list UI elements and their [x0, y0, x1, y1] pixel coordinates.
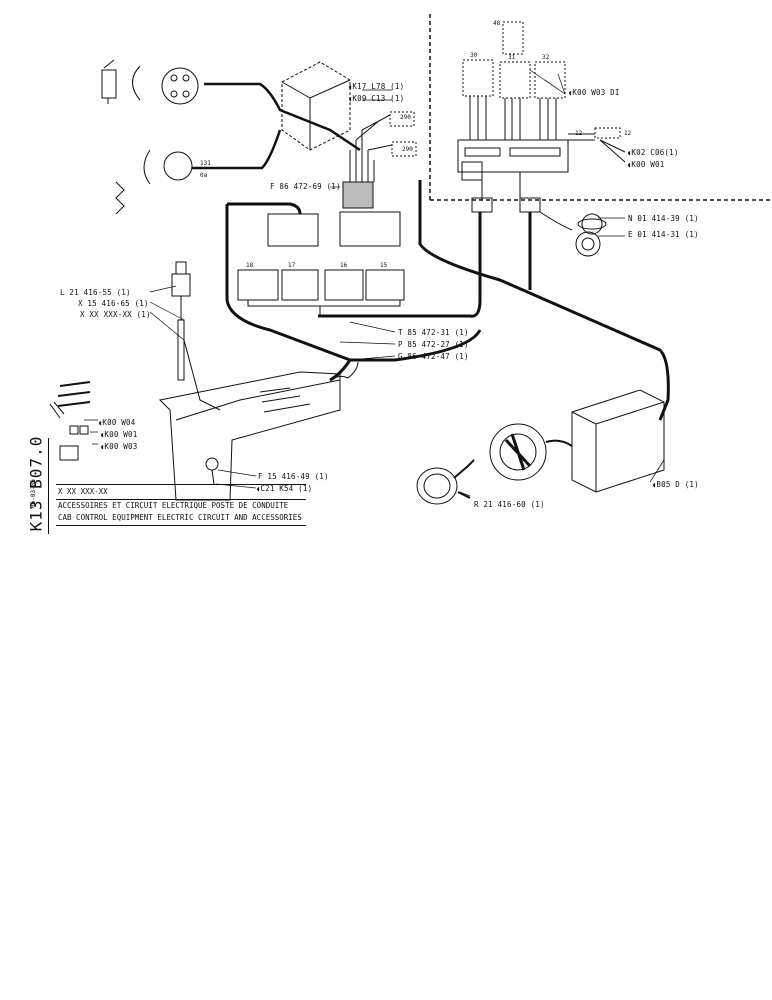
- label-k00-w03-di: K00 W03 DI: [568, 88, 620, 98]
- harness-lines: [225, 180, 670, 421]
- tag-31: 31: [508, 54, 516, 61]
- tag-15: 15: [380, 262, 388, 269]
- tag-12-a: 12: [575, 130, 583, 137]
- label-xxx: X XX XXX-XX (1): [80, 310, 151, 319]
- title-rule-2: [56, 499, 306, 500]
- control-lever: [158, 261, 359, 501]
- label-k02: K02 C06(1): [627, 148, 679, 158]
- tag-48: 48: [493, 20, 501, 27]
- tag-131: 131: [200, 160, 211, 167]
- label-p85: P 85 472-27 (1): [398, 340, 469, 349]
- tag-290-a: 290: [400, 114, 411, 121]
- label-k09: K09 C13 (1): [348, 94, 404, 104]
- label-c21: C21 K54 (1): [256, 484, 312, 494]
- label-b05: B05 D (1): [652, 480, 699, 490]
- label-k00-w03-left: K00 W03: [100, 442, 137, 452]
- gauge: [416, 423, 573, 505]
- relay-panel: [457, 21, 626, 200]
- label-t85: T 85 472-31 (1): [398, 328, 469, 337]
- drawing-date: 06-03-86: [30, 479, 37, 508]
- label-f15: F 15 416-49 (1): [258, 472, 329, 481]
- label-g86: G 86 472-47 (1): [398, 352, 469, 361]
- title-rule-1: [56, 484, 306, 485]
- label-f86: F 86 472-69 (1): [270, 182, 341, 191]
- title-french: ACCESSOIRES ET CIRCUIT ELECTRIQUE POSTE …: [58, 501, 289, 510]
- label-r21: R 21 416-60 (1): [474, 500, 545, 509]
- sender-box: [571, 389, 665, 493]
- title-rule-3: [56, 525, 306, 526]
- tag-17: 17: [288, 262, 296, 269]
- label-n01: N 01 414-39 (1): [628, 214, 699, 223]
- junction-box: [342, 111, 417, 209]
- label-x15: X 15 416-65 (1): [78, 299, 149, 308]
- title-block: K13 B07.0 06-03-86 X XX XXX-XX ACCESSOIR…: [22, 436, 322, 534]
- bulkhead-connectors: [471, 197, 607, 257]
- tag-30: 30: [470, 52, 478, 59]
- label-k00-w04: K00 W04: [98, 418, 135, 428]
- part-number: X XX XXX-XX: [58, 487, 108, 496]
- tag-290-b: 290: [402, 146, 413, 153]
- leader-lines: [84, 69, 665, 497]
- tag-0a: 0a: [200, 172, 208, 179]
- label-k17: K17 L78 (1): [348, 82, 404, 92]
- tag-32: 32: [542, 54, 550, 61]
- tag-12-b: 12: [624, 130, 632, 137]
- tag-16: 16: [340, 262, 348, 269]
- tag-18: 18: [246, 262, 254, 269]
- label-k00-w01-left: K00 W01: [100, 430, 137, 440]
- small-parts: [49, 381, 91, 461]
- label-l21: L 21 416-55 (1): [60, 288, 131, 297]
- title-english: CAB CONTROL EQUIPMENT ELECTRIC CIRCUIT A…: [58, 513, 302, 522]
- label-e01: E 01 414-31 (1): [628, 230, 699, 239]
- upper-left-components: [101, 59, 361, 215]
- label-k00-w01-right: K00 W01: [627, 160, 664, 170]
- title-block-sidebar: K13 B07.0 06-03-86: [22, 436, 49, 534]
- fuse-boxes: [237, 211, 405, 317]
